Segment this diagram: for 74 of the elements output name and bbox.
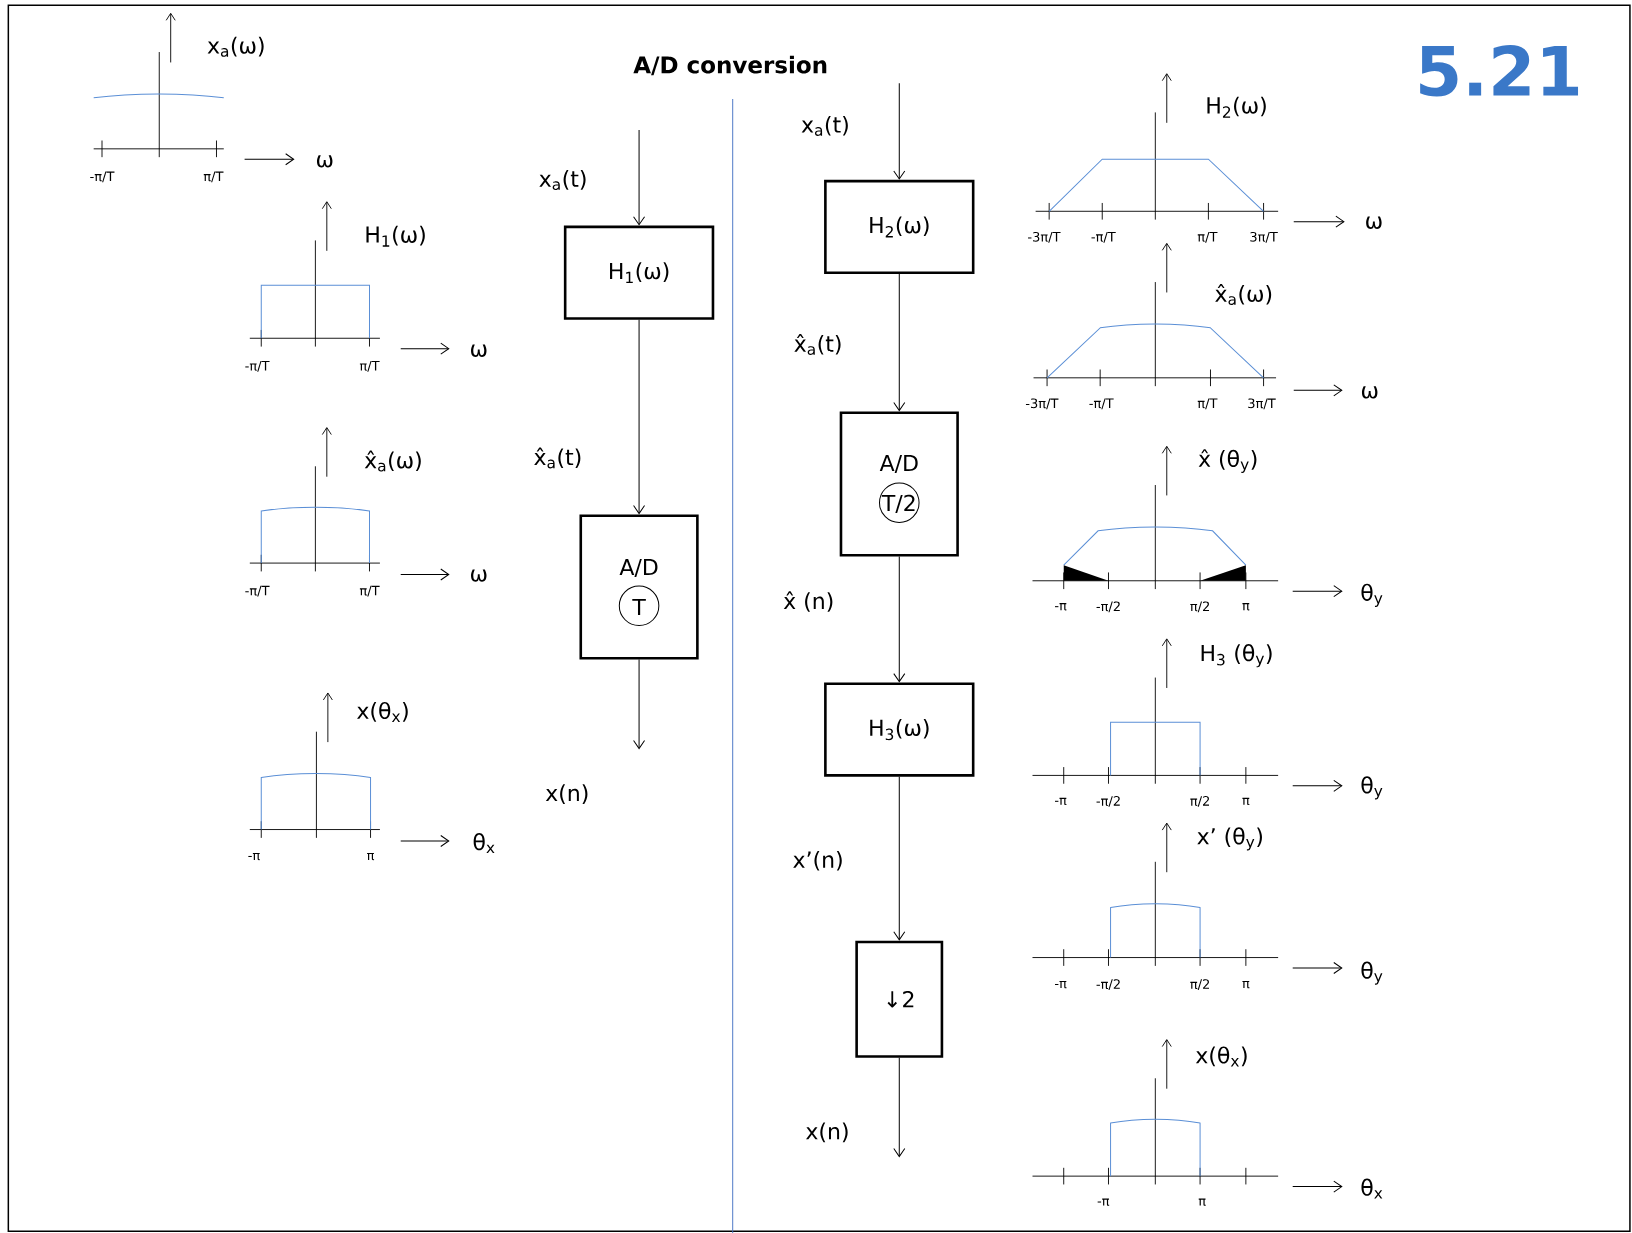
tick-label: -π/T bbox=[245, 585, 270, 597]
process-box: A/D T/2 bbox=[839, 411, 959, 557]
tick-label: π bbox=[367, 852, 375, 861]
process-box: H$_{2}$(ω) bbox=[824, 179, 975, 274]
arrow bbox=[893, 273, 906, 411]
arrow bbox=[633, 129, 646, 226]
tick-label: -π/T bbox=[1089, 398, 1114, 409]
arrow bbox=[893, 776, 906, 941]
tick-label: -π/2 bbox=[1096, 795, 1120, 807]
signal-label: x̂$_{a}$(t) bbox=[532, 446, 584, 470]
tick-label: -π/2 bbox=[1096, 979, 1120, 990]
tick-label: -π/T bbox=[1091, 231, 1116, 243]
axis-label: ω bbox=[471, 344, 487, 357]
tick-label: 3π/T bbox=[1250, 231, 1278, 243]
tick-label: -π bbox=[1055, 602, 1067, 611]
signal-label: x̂ (n) bbox=[782, 590, 836, 613]
arrow bbox=[893, 82, 906, 180]
process-box: ↓2 bbox=[855, 940, 944, 1058]
axis-label: ω bbox=[471, 569, 487, 582]
axis-label: ω bbox=[317, 155, 333, 168]
axis-label: ω bbox=[1361, 386, 1378, 399]
process-box: H$_{1}$(ω) bbox=[563, 225, 715, 320]
arrow bbox=[893, 1057, 906, 1157]
tick-label: -π/T bbox=[245, 360, 270, 372]
tick-label: -π bbox=[248, 852, 260, 861]
axis-label: θ$_{y}$ bbox=[1361, 961, 1383, 985]
tick-label: -3π/T bbox=[1025, 398, 1059, 410]
signal-label: x$_{a}$(t) bbox=[800, 114, 851, 137]
slide-number: 5.21 bbox=[1420, 44, 1579, 97]
arrow bbox=[633, 658, 646, 749]
signal-label: x(n) bbox=[804, 1121, 851, 1144]
signal-label: x(n) bbox=[544, 783, 591, 805]
tick-label: -π/2 bbox=[1096, 601, 1120, 613]
axis-label: ω bbox=[1366, 216, 1382, 229]
axis-label: θ$_{y}$ bbox=[1361, 583, 1383, 607]
signal-label: x’(n) bbox=[791, 849, 845, 872]
axis-label: θ$_{x}$ bbox=[473, 832, 495, 853]
tick-label: π/T bbox=[1197, 398, 1218, 409]
plot-title: x̂ (θ$_{y}$) bbox=[1198, 448, 1257, 473]
tick-label: π/2 bbox=[1190, 601, 1209, 613]
tick-label: π bbox=[1242, 797, 1250, 805]
plot-title: x̂$_{a}$(ω) bbox=[1215, 283, 1272, 305]
plot-title: x(θ$_{x}$) bbox=[357, 701, 408, 722]
process-box: H$_{3}$(ω) bbox=[824, 682, 975, 777]
plot-title: H$_{3}$ (θ$_{y}$) bbox=[1201, 643, 1272, 668]
tick-label: π/T bbox=[203, 171, 224, 183]
plot-title: x(θ$_{x}$) bbox=[1195, 1046, 1247, 1067]
tick-label: π/2 bbox=[1190, 795, 1209, 807]
tick-label: -π bbox=[1055, 980, 1067, 989]
tick-label: π bbox=[1242, 980, 1250, 989]
tick-label: -π bbox=[1097, 1198, 1110, 1206]
tick-label: -π bbox=[1055, 797, 1067, 805]
signal-label: x$_{a}$(t) bbox=[537, 168, 589, 191]
signal-label: x̂$_{a}$(t) bbox=[792, 332, 844, 356]
tick-label: π/T bbox=[359, 360, 380, 372]
tick-label: π bbox=[1242, 602, 1250, 611]
arrow bbox=[633, 319, 646, 514]
plot-title: x$_{a}$(ω) bbox=[207, 36, 264, 57]
axis-label: θ$_{y}$ bbox=[1361, 776, 1383, 800]
plot-title: H$_{1}$(ω) bbox=[366, 225, 425, 247]
tick-label: π bbox=[1198, 1198, 1206, 1206]
tick-label: π/T bbox=[359, 585, 380, 597]
plot-title: x’ (θ$_{y}$) bbox=[1197, 827, 1262, 851]
tick-label: -3π/T bbox=[1028, 231, 1061, 243]
plot-title: x̂$_{a}$(ω) bbox=[364, 450, 421, 472]
process-box: A/D T bbox=[579, 514, 699, 660]
plot-title: H$_{2}$(ω) bbox=[1207, 96, 1266, 118]
arrow bbox=[893, 555, 906, 682]
tick-label: π/2 bbox=[1190, 979, 1209, 990]
tick-label: π/T bbox=[1197, 231, 1218, 243]
axis-label: θ$_{x}$ bbox=[1361, 1178, 1383, 1199]
heading: A/D conversion bbox=[633, 55, 827, 76]
tick-label: -π/T bbox=[90, 171, 115, 183]
tick-label: 3π/T bbox=[1248, 398, 1276, 410]
